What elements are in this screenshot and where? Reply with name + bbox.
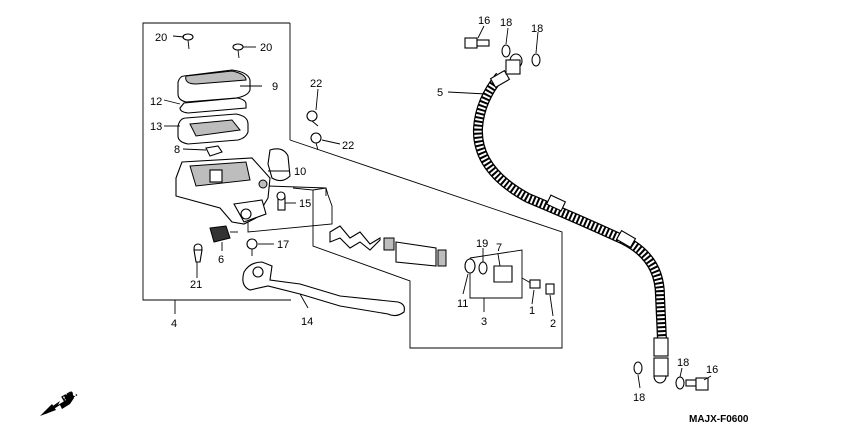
screw-17 — [246, 238, 258, 256]
callout-19: 19 — [476, 238, 488, 250]
callout-22-bottom: 22 — [342, 140, 354, 152]
callout-10: 10 — [294, 166, 306, 178]
bolt-22-bottom — [310, 132, 322, 151]
diagram-code: MAJX-F0600 — [689, 414, 749, 425]
callout-7: 7 — [496, 242, 502, 254]
screw-15 — [276, 191, 286, 211]
callout-17: 17 — [277, 239, 289, 251]
callout-21: 21 — [190, 279, 202, 291]
callout-20-right: 20 — [260, 42, 272, 54]
front-direction-label: FR. — [60, 388, 80, 406]
callout-8: 8 — [174, 144, 180, 156]
bolt-16-top — [464, 37, 490, 49]
washer-18-top-a — [501, 44, 511, 58]
callout-2: 2 — [550, 318, 556, 330]
callout-9: 9 — [272, 81, 278, 93]
assembly-box-4 — [142, 22, 291, 314]
circlip-19 — [478, 261, 488, 275]
assembly-box-3 — [469, 249, 523, 312]
callout-labels: 16 18 18 20 20 9 12 13 22 22 5 8 10 15 1… — [150, 15, 718, 404]
callout-6: 6 — [218, 254, 224, 266]
pushrod-1 — [521, 277, 541, 289]
spring — [329, 225, 381, 251]
assembly-box-15 — [247, 185, 333, 233]
hose-eye-top — [505, 53, 523, 75]
front-direction-marker: FR. — [40, 388, 80, 416]
callout-18-bottom-b: 18 — [677, 357, 689, 369]
diaphragm-13 — [177, 113, 249, 145]
callout-18-top-a: 18 — [500, 17, 512, 29]
callout-1: 1 — [529, 305, 535, 317]
callout-3: 3 — [481, 316, 487, 328]
plate-12 — [179, 97, 247, 114]
master-cylinder-body — [175, 157, 271, 225]
lever-14 — [242, 261, 405, 317]
screw-21 — [193, 243, 203, 263]
bolt-22-top — [306, 110, 319, 127]
boot-10 — [267, 148, 291, 182]
washer-18-bottom-a — [633, 361, 643, 375]
screw-20-left — [182, 33, 194, 50]
hose-eye-bottom — [653, 357, 669, 384]
washer-11 — [464, 258, 476, 274]
callout-22-top: 22 — [310, 78, 322, 90]
switch-6 — [209, 225, 238, 243]
callout-13: 13 — [150, 121, 162, 133]
float-8 — [205, 145, 223, 157]
callout-5: 5 — [437, 87, 443, 99]
callout-11: 11 — [457, 298, 468, 310]
callout-18-top-b: 18 — [531, 23, 543, 35]
front-arrow-icon — [40, 404, 56, 416]
reservoir-cap-9 — [177, 69, 251, 103]
screw-20-right — [232, 43, 244, 59]
callout-16-top: 16 — [478, 15, 490, 27]
callout-16-bottom: 16 — [706, 364, 718, 376]
washer-18-top-b — [531, 53, 541, 67]
callout-12: 12 — [150, 96, 162, 108]
assembly-box-piston-kit — [289, 139, 563, 349]
leader-lines — [163, 25, 712, 389]
callout-18-bottom-a: 18 — [633, 392, 645, 404]
callout-4: 4 — [171, 318, 177, 330]
clutch-hose-5 — [472, 69, 669, 357]
piston-cups — [383, 237, 447, 267]
bushing-7 — [493, 265, 513, 283]
nut-2 — [545, 283, 555, 295]
bolt-16-bottom — [685, 377, 709, 391]
callout-14: 14 — [301, 316, 313, 328]
callout-15: 15 — [299, 198, 311, 210]
callout-20-left: 20 — [155, 32, 167, 44]
washer-18-bottom-b — [675, 376, 685, 390]
